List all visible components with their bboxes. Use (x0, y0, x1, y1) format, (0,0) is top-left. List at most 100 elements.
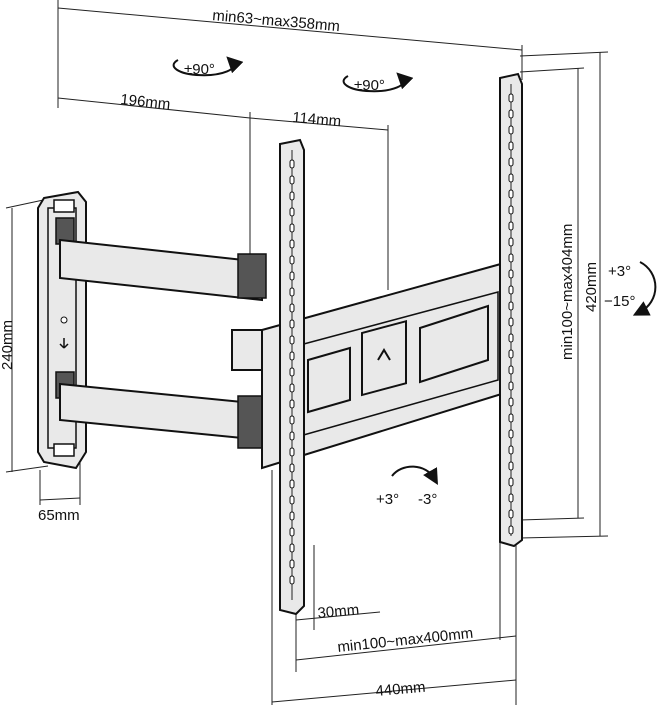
right-bracket-hole (508, 253, 514, 263)
left-bracket-hole (289, 239, 295, 249)
rail-right-cutout (419, 304, 489, 384)
left-bracket-hole (289, 319, 295, 329)
right-bracket-hole (508, 157, 514, 167)
left-bracket-hole (289, 415, 295, 425)
left-bracket-hole (289, 575, 295, 585)
swivel-left-label: ±90° (184, 61, 215, 78)
bottom-offset-label: 30mm (317, 601, 360, 622)
right-bracket-hole (508, 141, 514, 151)
height-top-ext (519, 51, 609, 57)
top-width-line (57, 7, 523, 51)
right-bracket-hole (508, 365, 514, 375)
left-bracket-hole (289, 255, 295, 265)
right-bracket-hole (508, 189, 514, 199)
right-bracket-hole (508, 269, 514, 279)
left-bracket-hole (289, 175, 295, 185)
right-bracket-hole (508, 317, 514, 327)
left-bracket-hole (289, 287, 295, 297)
left-bracket-hole (289, 335, 295, 345)
left-bracket-hole (289, 479, 295, 489)
plate-height-label: 240mm (0, 320, 16, 370)
right-bracket-hole (508, 301, 514, 311)
right-bracket-hole (508, 333, 514, 343)
left-bracket-hole (289, 351, 295, 361)
right-bracket-hole (508, 205, 514, 215)
center-hole (60, 316, 68, 324)
right-bracket-hole (508, 445, 514, 455)
up-arrow-icon (59, 338, 69, 349)
rail-center-plate (361, 319, 407, 397)
offset-line (295, 611, 381, 621)
left-bracket-hole (289, 543, 295, 553)
vesa-v-top-ext (519, 67, 585, 73)
right-bracket-hole (508, 125, 514, 135)
right-bracket-hole (508, 493, 514, 503)
vesa-horizontal-label: min100~max400mm (337, 625, 474, 656)
left-bracket-hole (289, 431, 295, 441)
upper-arm (59, 238, 263, 302)
right-bracket-hole (508, 413, 514, 423)
wall-plate (37, 190, 87, 470)
right-bracket-hole (508, 397, 514, 407)
left-bracket-hole (289, 527, 295, 537)
left-bracket-hole (289, 191, 295, 201)
top-width-label: min63~max358mm (212, 7, 341, 35)
logo-chevron-icon (377, 348, 391, 361)
right-bracket-hole (508, 461, 514, 471)
tilt-down-label: −15° (604, 293, 635, 310)
vesa-vertical-label: min100~max404mm (559, 224, 576, 360)
arm-offset-line (249, 117, 389, 131)
left-bracket-hole (289, 159, 295, 169)
right-bracket-hole (508, 109, 514, 119)
right-bracket-hole (508, 285, 514, 295)
height-bottom-ext (519, 535, 609, 539)
arm-reach-label: 196mm (120, 91, 172, 113)
vesa-horizontal-line (295, 635, 517, 661)
right-bracket-hole (508, 221, 514, 231)
tilt-up-label: +3° (608, 263, 631, 280)
right-bracket-hole (508, 477, 514, 487)
right-bracket-hole (508, 173, 514, 183)
dimension-lines (5, 0, 609, 705)
bracket-holes (289, 93, 514, 585)
right-bracket-hole (508, 429, 514, 439)
rail-left-cutout (307, 346, 351, 414)
rotate-arrow-icon (391, 465, 438, 485)
rotate-minus-label: -3° (418, 491, 437, 508)
bottom-slot (53, 443, 75, 457)
swivel-right-label: ±90° (354, 77, 385, 94)
lower-arm (59, 382, 263, 442)
tv-bracket (261, 72, 523, 616)
right-bracket-hole (508, 93, 514, 103)
right-bracket-hole (508, 237, 514, 247)
overall-height-label: 420mm (583, 262, 600, 312)
left-bracket-hole (289, 383, 295, 393)
left-bracket-hole (289, 447, 295, 457)
left-bracket-hole (289, 223, 295, 233)
rotate-plus-label: +3° (376, 491, 399, 508)
left-bracket-hole (289, 207, 295, 217)
left-bracket-hole (289, 559, 295, 569)
left-bracket-hole (289, 271, 295, 281)
arms (59, 238, 275, 449)
vesa-v-bottom-ext (519, 517, 585, 521)
top-slot (53, 199, 75, 213)
overall-width-line (271, 679, 517, 703)
plate-width-label: 65mm (38, 507, 80, 524)
tilt-arrow-icon (632, 261, 657, 316)
arm-reach-line (57, 97, 251, 119)
left-bracket-hole (289, 495, 295, 505)
swivel-left-arrow-icon (172, 56, 244, 77)
right-bracket-hole (508, 349, 514, 359)
right-bracket-hole (508, 525, 514, 535)
left-bracket-hole (289, 303, 295, 313)
left-bracket-hole (289, 463, 295, 473)
overall-width-label: 440mm (375, 679, 426, 700)
plate-width-line (39, 497, 81, 501)
right-bracket-hole (508, 509, 514, 519)
upper-arm-joint (237, 253, 267, 299)
left-bracket-hole (289, 367, 295, 377)
arm-offset-label: 114mm (292, 109, 342, 130)
